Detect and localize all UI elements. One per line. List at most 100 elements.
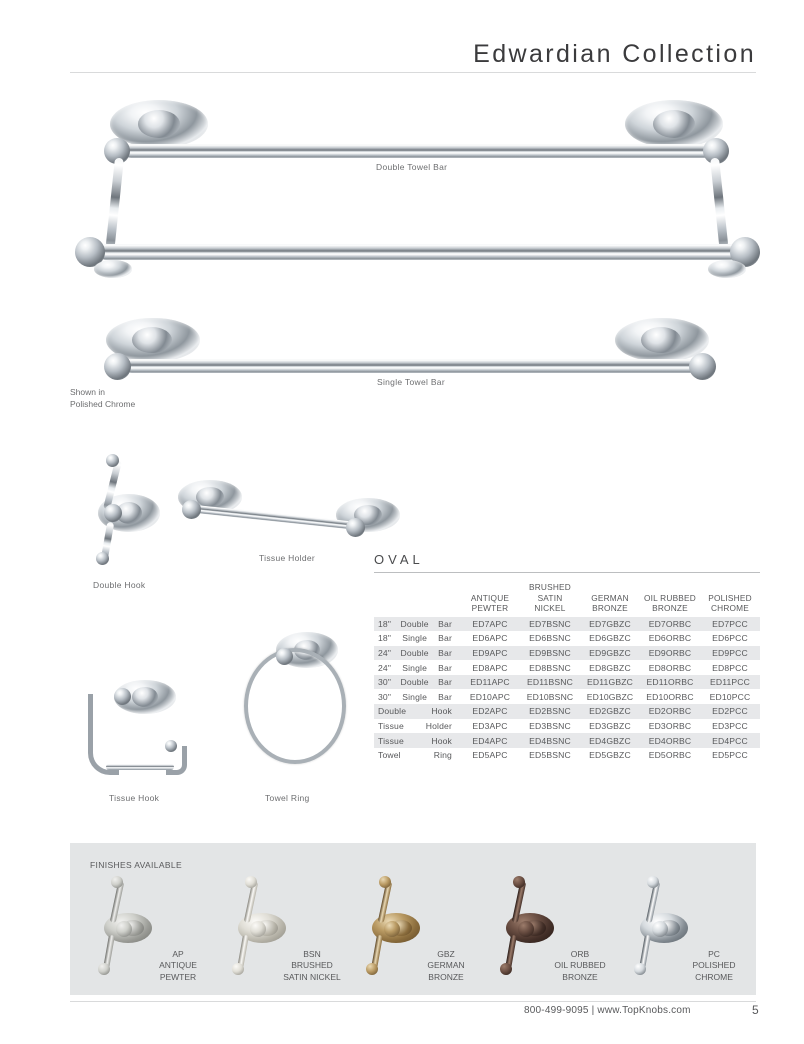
column-header-german-bronze: GERMAN BRONZE — [591, 592, 629, 614]
table-cell-antique-pewter: ED10APC — [469, 691, 511, 702]
table-cell-polished-chrome: ED7PCC — [700, 616, 760, 632]
towel-bar-upper — [125, 144, 710, 158]
table-cell-polished-chrome: ED10PCC — [709, 691, 751, 702]
hook-icon — [494, 875, 556, 987]
table-cell-antique-pewter: ED11APC — [460, 674, 520, 690]
table-cell-polished-chrome: ED5PCC — [712, 750, 748, 761]
bar-end-ball-single-right — [689, 353, 716, 380]
table-cell-german-bronze: ED3GBZC — [589, 720, 631, 731]
towel-bar-lower — [100, 244, 740, 260]
product-single-towel-bar — [88, 312, 748, 382]
table-cell-german-bronze: ED8GBZC — [589, 662, 631, 673]
double-hook-lower-ball — [96, 552, 109, 565]
mount-pad-lower-left — [94, 260, 132, 278]
table-cell-antique-pewter: ED8APC — [472, 662, 508, 673]
hook-icon — [360, 875, 422, 987]
tissue-hook-u-arm — [88, 694, 119, 775]
table-cell-antique-pewter: ED6APC — [472, 633, 508, 644]
product-tissue-hook — [86, 660, 206, 780]
column-header-antique-pewter: ANTIQUE PEWTER — [470, 592, 510, 614]
double-hook-center-ball — [104, 504, 122, 522]
rosette-left-top — [110, 100, 208, 148]
finish-item-pc: PC POLISHED CHROME — [620, 871, 757, 989]
table-cell-brushed-satin-nickel: ED8BSNC — [529, 662, 571, 673]
table-cell-oil-rubbed-bronze: ED2ORBC — [640, 704, 700, 719]
product-double-hook — [82, 452, 172, 572]
table-cell-brushed-satin-nickel: ED5BSNC — [529, 750, 571, 761]
finish-item-gbz: GBZ GERMAN BRONZE — [352, 871, 489, 989]
rosette-right-top — [625, 100, 723, 148]
table-cell-german-bronze: ED7GBZC — [580, 616, 640, 632]
tissue-hook-label: Tissue Hook — [109, 793, 160, 803]
finish-caption: BSN BRUSHED SATIN NICKEL — [283, 948, 341, 982]
table-cell-german-bronze: ED4GBZC — [580, 733, 640, 748]
tissue-hook-tip-ball — [165, 740, 177, 752]
support-arm-left — [105, 157, 124, 248]
table-cell-antique-pewter: ED5APC — [472, 750, 508, 761]
tissue-holder-ball-right — [346, 518, 365, 537]
table-cell-brushed-satin-nickel: ED3BSNC — [529, 720, 571, 731]
table-cell-product-name: Double Hook — [374, 704, 460, 719]
rosette-right-single — [615, 318, 709, 362]
table-cell-antique-pewter: ED2APC — [460, 704, 520, 719]
table-cell-german-bronze: ED10GBZC — [586, 691, 634, 702]
table-cell-oil-rubbed-bronze: ED4ORBC — [640, 733, 700, 748]
oval-heading-divider — [374, 572, 760, 573]
table-cell-polished-chrome: ED6PCC — [712, 633, 748, 644]
table-cell-polished-chrome: ED4PCC — [700, 733, 760, 748]
table-row: 24" Single Bar ED8APC ED8BSNC ED8GBZC ED8ORB… — [374, 660, 760, 675]
product-tissue-holder — [168, 478, 403, 548]
towel-ring-mount-ball — [276, 648, 293, 665]
column-header-oil-rubbed-bronze: OIL RUBBED BRONZE — [644, 592, 696, 614]
table-cell-antique-pewter: ED3APC — [472, 720, 508, 731]
tissue-holder-label: Tissue Holder — [259, 553, 316, 563]
table-cell-product-name: Tissue Hook — [374, 733, 460, 748]
table-cell-product-name: 30" Single Bar — [378, 691, 452, 702]
table-cell-product-name: Towel Ring — [378, 750, 452, 761]
table-cell-german-bronze: ED2GBZC — [580, 704, 640, 719]
table-cell-german-bronze: ED9GBZC — [580, 645, 640, 661]
table-cell-product-name: 24" Single Bar — [378, 662, 452, 673]
oval-spec-table: ANTIQUE PEWTER BRUSHED SATIN NICKEL GERM… — [374, 582, 760, 762]
tissue-hook-rod — [106, 764, 174, 770]
column-header-polished-chrome: POLISHED CHROME — [708, 592, 752, 614]
support-arm-right — [710, 157, 729, 248]
table-cell-product-name: 30" Double Bar — [374, 674, 460, 690]
table-cell-oil-rubbed-bronze: ED6ORBC — [648, 633, 692, 644]
table-cell-oil-rubbed-bronze: ED5ORBC — [648, 750, 692, 761]
bar-end-ball-single-left — [104, 353, 131, 380]
product-towel-ring — [228, 630, 358, 785]
hook-icon — [92, 875, 154, 987]
table-cell-oil-rubbed-bronze: ED10ORBC — [646, 691, 694, 702]
tissue-holder-roller-bar — [195, 505, 356, 530]
table-cell-brushed-satin-nickel: ED4BSNC — [520, 733, 580, 748]
mount-pad-lower-right — [708, 260, 746, 278]
oval-heading: OVAL — [374, 552, 424, 567]
double-hook-upper-ball — [106, 454, 119, 467]
table-cell-polished-chrome: ED2PCC — [700, 704, 760, 719]
double-hook-label: Double Hook — [93, 580, 146, 590]
tissue-hook-tip — [166, 746, 187, 775]
table-cell-brushed-satin-nickel: ED9BSNC — [520, 645, 580, 661]
table-cell-brushed-satin-nickel: ED7BSNC — [520, 616, 580, 632]
table-cell-antique-pewter: ED9APC — [460, 645, 520, 661]
finish-item-orb: ORB OIL RUBBED BRONZE — [486, 871, 623, 989]
table-cell-oil-rubbed-bronze: ED9ORBC — [640, 645, 700, 661]
table-header-row: ANTIQUE PEWTER BRUSHED SATIN NICKEL GERM… — [374, 582, 760, 617]
page-number: 5 — [752, 1003, 759, 1017]
table-cell-antique-pewter: ED4APC — [460, 733, 520, 748]
table-cell-polished-chrome: ED9PCC — [700, 645, 760, 661]
table-cell-oil-rubbed-bronze: ED8ORBC — [648, 662, 692, 673]
table-cell-oil-rubbed-bronze: ED3ORBC — [648, 720, 692, 731]
finishes-available-title: FINISHES AVAILABLE — [90, 860, 182, 870]
towel-ring-loop — [244, 648, 346, 764]
table-cell-polished-chrome: ED8PCC — [712, 662, 748, 673]
